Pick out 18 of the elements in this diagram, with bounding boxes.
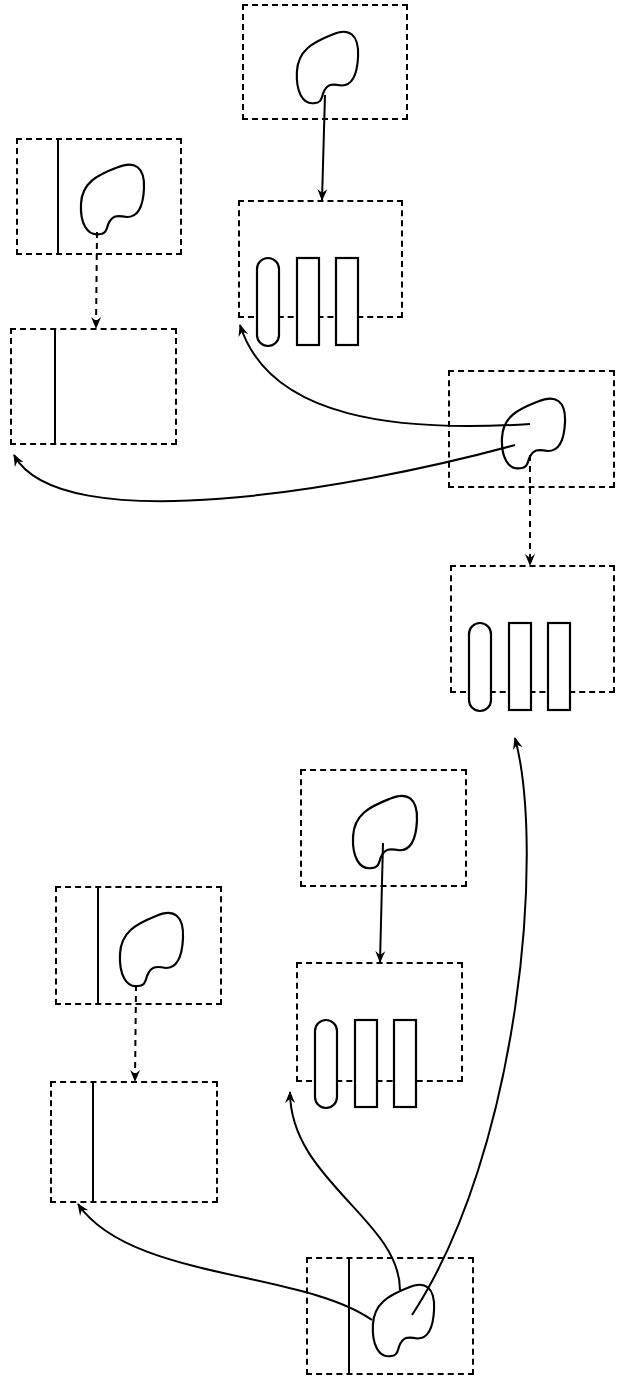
arrow: [239, 324, 531, 428]
dashed-box: [10, 328, 177, 445]
arrow: [286, 1091, 401, 1291]
dashed-box: [242, 4, 408, 120]
dashed-box: [448, 370, 615, 488]
dashed-box: [16, 138, 182, 255]
arrow: [525, 454, 535, 566]
dashed-box: [55, 886, 222, 1005]
dashed-box: [50, 1081, 218, 1203]
dashed-box: [300, 769, 467, 887]
arrow: [91, 231, 102, 329]
arrow: [130, 984, 141, 1082]
arrow: [375, 842, 386, 963]
arrow: [411, 737, 528, 1316]
arrow: [77, 1203, 373, 1321]
arrow: [317, 94, 328, 201]
dashed-box: [306, 1257, 474, 1375]
arrow: [13, 444, 516, 503]
